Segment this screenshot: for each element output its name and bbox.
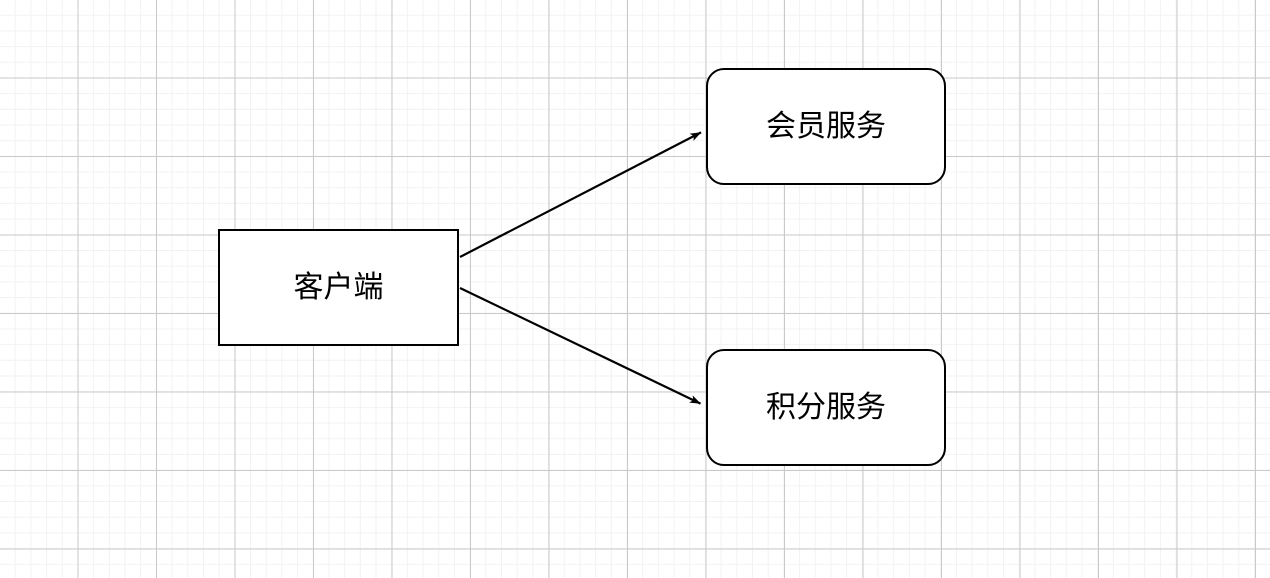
edge-client-to-member-service — [459, 131, 702, 258]
node-points-service-label: 积分服务 — [766, 390, 886, 424]
node-client-label: 客户端 — [293, 270, 384, 304]
node-points-service[interactable]: 积分服务 — [706, 349, 946, 466]
node-member-service-label: 会员服务 — [766, 109, 886, 143]
node-member-service[interactable]: 会员服务 — [706, 68, 946, 185]
node-client[interactable]: 客户端 — [218, 229, 459, 346]
edge-client-to-points-service — [459, 287, 701, 405]
